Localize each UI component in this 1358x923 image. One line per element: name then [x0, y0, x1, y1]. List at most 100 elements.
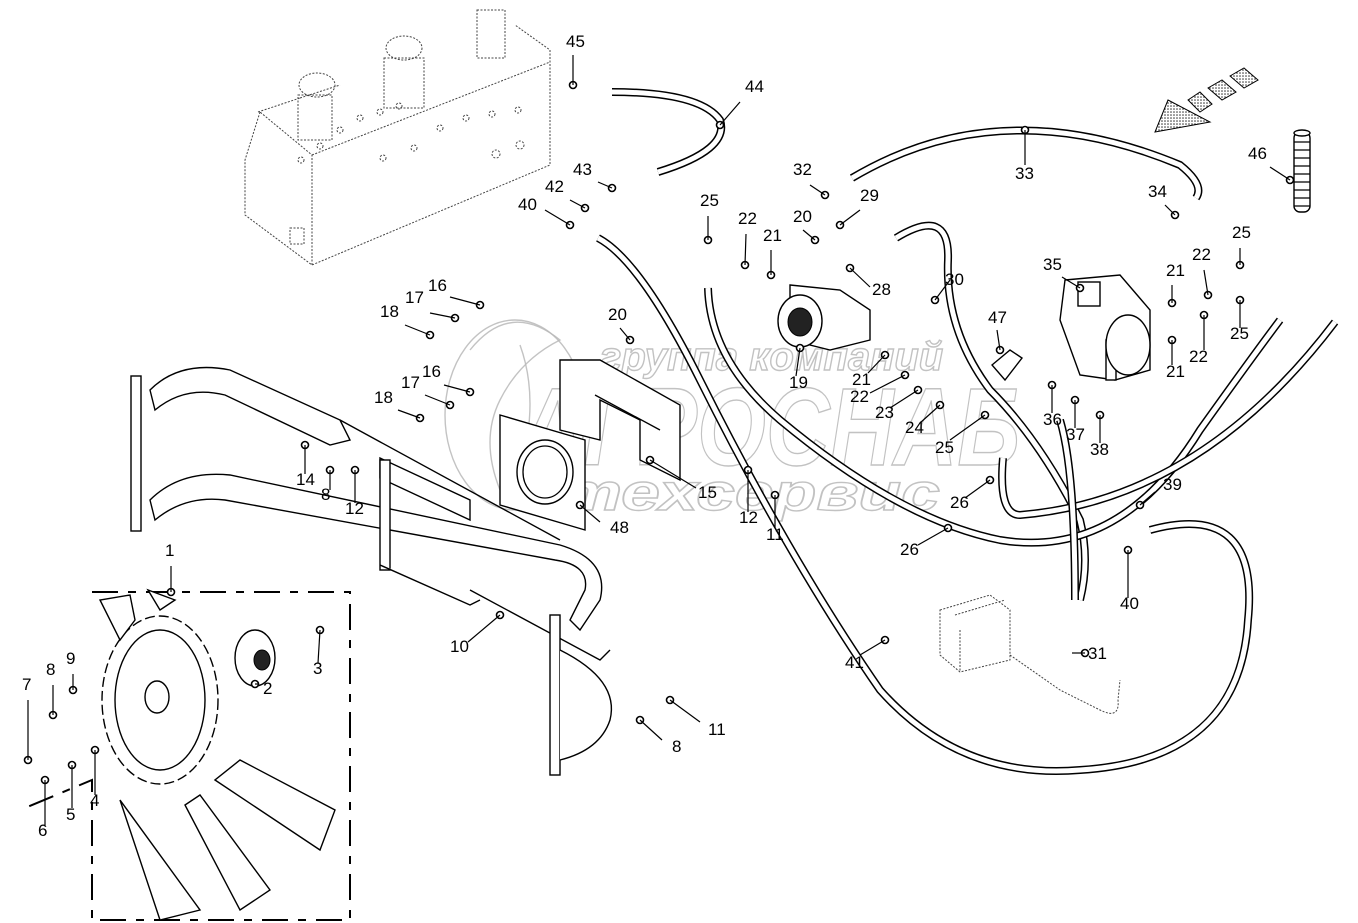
callout-c41[interactable]: 41	[845, 653, 864, 672]
callout-c2[interactable]: 2	[263, 679, 272, 698]
leader-line-c25d	[949, 414, 986, 441]
callout-c37[interactable]: 37	[1066, 425, 1085, 444]
callout-c38[interactable]: 38	[1090, 440, 1109, 459]
leader-line-c18b	[397, 409, 421, 419]
leader-line-c43	[597, 181, 613, 189]
leader-line-c15	[649, 459, 697, 489]
shroud-plate	[499, 414, 586, 531]
leader-line-c32	[809, 184, 826, 196]
callout-c44[interactable]: 44	[745, 77, 764, 96]
callout-c25d[interactable]: 25	[935, 438, 954, 457]
callout-c32[interactable]: 32	[793, 160, 812, 179]
callout-c21c[interactable]: 21	[1166, 261, 1185, 280]
leader-lines	[27, 55, 1291, 825]
callout-c21d[interactable]: 21	[1166, 362, 1185, 381]
leader-line-c26a	[964, 479, 991, 499]
leader-line-c17b	[424, 394, 451, 406]
leader-line-c42	[569, 199, 586, 209]
callout-c11a[interactable]: 11	[766, 525, 784, 544]
callout-c29[interactable]: 29	[860, 186, 879, 205]
callout-c40b[interactable]: 40	[1120, 594, 1139, 613]
callout-c17a[interactable]: 17	[405, 288, 424, 307]
callout-c16a[interactable]: 16	[428, 276, 447, 295]
leader-line-c26b	[917, 527, 949, 546]
mounting-bracket	[559, 359, 681, 482]
callout-c31[interactable]: 31	[1088, 644, 1107, 663]
callout-c4[interactable]: 4	[90, 791, 99, 810]
callout-c28[interactable]: 28	[872, 280, 891, 299]
callout-c45[interactable]: 45	[566, 32, 585, 51]
callout-c25a[interactable]: 25	[700, 191, 719, 210]
hydraulic-pump	[1059, 274, 1151, 381]
fan-hub	[234, 629, 276, 687]
callout-c11b[interactable]: 11	[708, 720, 726, 739]
callout-c26b[interactable]: 26	[900, 540, 919, 559]
callout-c40a[interactable]: 40	[518, 195, 537, 214]
callout-c25b[interactable]: 25	[1232, 223, 1251, 242]
leader-line-c35	[1061, 276, 1081, 289]
leader-line-c41	[859, 639, 886, 656]
callout-c35[interactable]: 35	[1043, 255, 1062, 274]
callout-c9[interactable]: 9	[66, 649, 75, 668]
callout-c5[interactable]: 5	[66, 805, 75, 824]
callout-c22a[interactable]: 22	[738, 209, 757, 228]
leader-line-c39	[1139, 491, 1156, 506]
callout-c8c[interactable]: 8	[672, 737, 681, 756]
callout-c17b[interactable]: 17	[401, 373, 420, 392]
leader-line-c22c	[1203, 269, 1209, 296]
callout-c34[interactable]: 34	[1148, 182, 1167, 201]
callout-c23[interactable]: 23	[875, 403, 894, 422]
callout-c24[interactable]: 24	[905, 418, 924, 437]
callout-c8b[interactable]: 8	[321, 485, 330, 504]
callout-c25c[interactable]: 25	[1230, 324, 1249, 343]
leader-line-c16b	[443, 384, 471, 393]
leader-line-c20b	[802, 229, 816, 241]
callout-c3[interactable]: 3	[313, 659, 322, 678]
callout-c10[interactable]: 10	[450, 637, 469, 656]
callout-c18a[interactable]: 18	[380, 302, 399, 321]
callout-c16b[interactable]: 16	[422, 362, 441, 381]
callout-c12a[interactable]: 12	[345, 499, 364, 518]
callout-c7[interactable]: 7	[22, 675, 31, 694]
callout-c42[interactable]: 42	[545, 177, 564, 196]
leader-line-c8c	[639, 719, 663, 741]
hydraulic-tank	[244, 9, 551, 266]
leader-line-c46	[1269, 166, 1291, 181]
callout-c47[interactable]: 47	[988, 308, 1007, 327]
callout-c26a[interactable]: 26	[950, 493, 969, 512]
callout-c12b[interactable]: 12	[739, 508, 758, 527]
callout-c22c[interactable]: 22	[1192, 245, 1211, 264]
leader-line-c28	[849, 267, 871, 288]
callout-c21b[interactable]: 21	[852, 370, 871, 389]
sensor	[991, 349, 1024, 382]
callout-c1[interactable]: 1	[165, 541, 174, 560]
callout-c33[interactable]: 33	[1015, 164, 1034, 183]
callout-c21a[interactable]: 21	[763, 226, 782, 245]
callout-c22b[interactable]: 22	[850, 387, 869, 406]
callout-c15[interactable]: 15	[698, 483, 717, 502]
leader-line-c40a	[544, 209, 571, 226]
leader-line-c3	[317, 629, 321, 664]
callout-c46[interactable]: 46	[1248, 144, 1267, 163]
leader-line-c16a	[449, 296, 481, 306]
leader-line-c18a	[404, 324, 431, 336]
callout-c18b[interactable]: 18	[374, 388, 393, 407]
callout-c43[interactable]: 43	[573, 160, 592, 179]
callout-c19[interactable]: 19	[789, 373, 808, 392]
callout-c14[interactable]: 14	[296, 470, 315, 489]
front-direction-arrow-icon	[1154, 67, 1259, 133]
leader-line-c29	[839, 209, 861, 226]
callout-c30[interactable]: 30	[945, 270, 964, 289]
hoses	[596, 88, 1339, 775]
fan-assembly	[19, 588, 351, 921]
callout-c20b[interactable]: 20	[793, 207, 812, 226]
callout-c20a[interactable]: 20	[608, 305, 627, 324]
callout-c36[interactable]: 36	[1043, 410, 1062, 429]
callout-c22d[interactable]: 22	[1189, 347, 1208, 366]
leader-line-c47	[996, 329, 1001, 351]
callout-c48[interactable]: 48	[610, 518, 629, 537]
callout-c8a[interactable]: 8	[46, 660, 55, 679]
callout-c6[interactable]: 6	[38, 821, 47, 840]
callout-c39[interactable]: 39	[1163, 475, 1182, 494]
